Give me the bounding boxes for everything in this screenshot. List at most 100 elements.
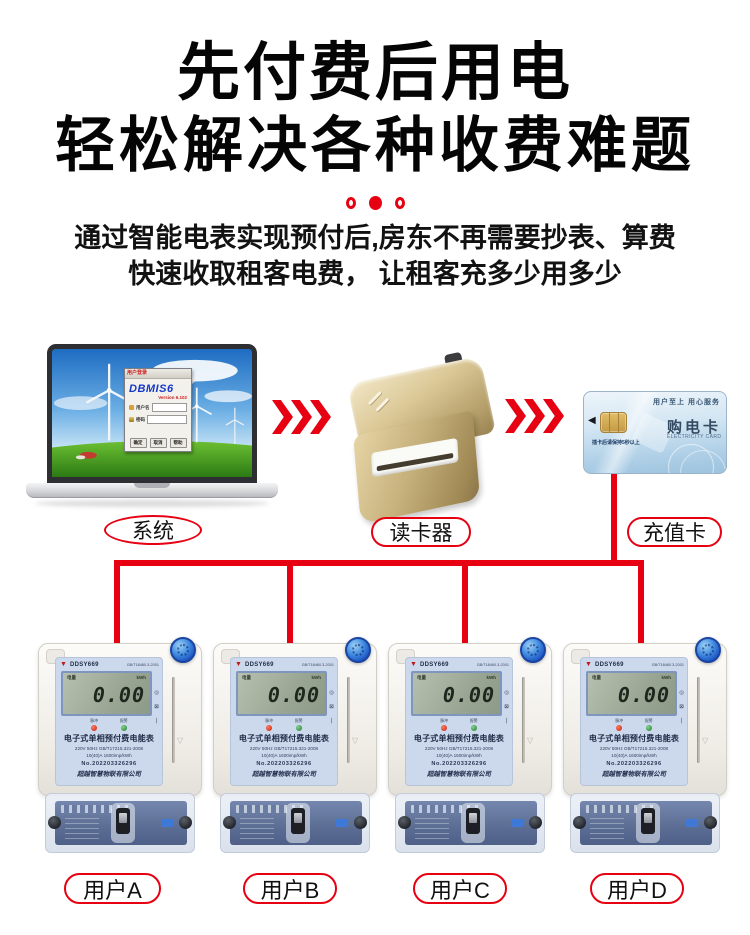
meter-row: ▼ DDSY669 GB/T18460.3-2001 电量 kWh 0.00 ◎… [38, 637, 728, 855]
reader-vent [367, 390, 382, 406]
terminal-panel [580, 801, 712, 845]
lcd-labels: 电量 kWh [238, 673, 325, 681]
meter-spec1: 220V 50Hz GB/T17215.321-2008 [599, 746, 669, 751]
ok-button[interactable]: 确定 [129, 438, 147, 449]
brand-logo-icon: ▼ [235, 661, 242, 668]
meter-serial: No.202203326296 [81, 761, 137, 767]
help-button[interactable]: 帮助 [169, 438, 187, 449]
alarm-led-label: 报警 [645, 719, 653, 723]
terminal-strip [411, 805, 481, 813]
connector-drop-line [638, 560, 644, 646]
login-dialog-titlebar: 用户登录 [125, 369, 191, 380]
username-input[interactable] [151, 403, 187, 413]
chevron-icon [524, 399, 545, 433]
lcd-energy-label: 电量 [242, 675, 251, 680]
app-version-text: Version 6.102 [158, 395, 187, 401]
terminal-tab [511, 819, 523, 827]
infrared-icon: ⊠ [679, 704, 684, 710]
reader-card-slit [376, 452, 454, 472]
alarm-led-label: 报警 [470, 719, 478, 723]
alarm-led: 报警 [295, 719, 303, 731]
chevron-icon [272, 400, 293, 434]
laptop-shadow [34, 500, 270, 507]
meter-body: ▼ DDSY669 GB/T18460.3-2001 电量 kWh 0.00 ◎… [213, 637, 377, 796]
meter-seal-knob [520, 637, 546, 663]
screw-icon [573, 816, 586, 829]
meter-faceplate: ▼ DDSY669 GB/T18460.3-2001 电量 kWh 0.00 ◎… [55, 657, 163, 786]
card-chip-icon [600, 412, 627, 433]
pulse-led: 脉冲 [90, 719, 98, 731]
slot-arrow-icon: ▽ [352, 736, 359, 745]
alarm-led: 报警 [120, 719, 128, 731]
lcd-unit-label: kWh [311, 675, 322, 680]
chevron-icon [291, 400, 312, 434]
terminal-panel [55, 801, 187, 845]
cancel-button[interactable]: 取消 [149, 438, 167, 449]
button-icon: ◎ [154, 690, 159, 696]
bar-icon: ❘ [504, 718, 509, 724]
button-icon: ◎ [504, 690, 509, 696]
meter-body: ▼ DDSY669 GB/T18460.3-2001 电量 kWh 0.00 ◎… [388, 637, 552, 796]
alarm-led: 报警 [470, 719, 478, 731]
laptop-illustration: 用户登录 DBMIS6 Version 6.102 用户名 密码 确定 取消 [26, 344, 278, 510]
terminal-tab [161, 819, 173, 827]
lcd-labels: 电量 kWh [413, 673, 500, 681]
meter-card-slot[interactable] [522, 677, 525, 763]
wiring-diagram [590, 817, 624, 839]
terminal-tab [686, 819, 698, 827]
meter-company: 超越智慧物联有限公司 [252, 770, 316, 778]
laptop-screen: 用户登录 DBMIS6 Version 6.102 用户名 密码 确定 取消 [47, 344, 257, 483]
chevron-icon [310, 400, 331, 434]
title-divider-dots [0, 196, 750, 210]
label-user-a: 用户A [64, 873, 161, 904]
meter-card-slot[interactable] [172, 677, 175, 763]
alarm-led-label: 报警 [295, 719, 303, 723]
lcd-energy-label: 电量 [417, 675, 426, 680]
card-title-en: ELECTRICITY CARD [667, 434, 722, 440]
dialog-buttons: 确定 取消 帮助 [125, 438, 191, 449]
lcd-unit-label: kWh [136, 675, 147, 680]
meter-terminal-cover [220, 793, 370, 853]
subtitle-line2: 快速收取租客电费， 让租客充多少用多少 [128, 259, 622, 289]
meter-serial: No.202203326296 [431, 761, 487, 767]
meter-spec2: 10(40)A 1600imp/kWh [436, 753, 482, 758]
screw-icon [354, 816, 367, 829]
meter-card-slot[interactable] [697, 677, 700, 763]
password-input[interactable] [147, 415, 187, 425]
meter-side-icons: ◎ ⊠ ❘ [504, 690, 509, 724]
label-card-reader: 读卡器 [371, 517, 471, 547]
insert-arrow-icon: ◀ [588, 415, 596, 426]
meter-lcd: 电量 kWh 0.00 [411, 671, 502, 716]
meter-lcd: 电量 kWh 0.00 [586, 671, 677, 716]
meter-faceplate: ▼ DDSY669 GB/T18460.3-2001 电量 kWh 0.00 ◎… [405, 657, 513, 786]
connector-drop-line [462, 560, 468, 646]
label-recharge-card: 充值卡 [627, 517, 722, 547]
terminal-connector [461, 803, 485, 843]
meter-name: 电子式单相预付费电能表 [238, 734, 330, 743]
bar-icon: ❘ [154, 718, 159, 724]
wiring-diagram [415, 817, 449, 839]
terminal-strip [586, 805, 656, 813]
alarm-led-label: 报警 [120, 719, 128, 723]
meter-spec1: 220V 50Hz GB/T17215.321-2008 [74, 746, 144, 751]
brand-logo-icon: ▼ [60, 661, 67, 668]
meter-side-icons: ◎ ⊠ ❘ [329, 690, 334, 724]
meter-lcd: 电量 kWh 0.00 [236, 671, 327, 716]
meter-company: 超越智慧物联有限公司 [427, 770, 491, 778]
meter-leds: 脉冲 报警 [231, 719, 337, 731]
lcd-reading: 0.00 [267, 683, 320, 707]
label-user-b: 用户B [243, 873, 337, 904]
lcd-labels: 电量 kWh [588, 673, 675, 681]
terminal-connector [286, 803, 310, 843]
dot-outline-icon [394, 197, 405, 209]
meter-model: DDSY669 [594, 661, 624, 668]
meter-spec2: 10(40)A 1600imp/kWh [261, 753, 307, 758]
dot-filled-icon [368, 196, 382, 210]
meter-terminal-cover [395, 793, 545, 853]
username-row: 用户名 [129, 403, 187, 413]
meter-company: 超越智慧物联有限公司 [602, 770, 666, 778]
infrared-icon: ⊠ [154, 704, 159, 710]
button-icon: ◎ [679, 690, 684, 696]
chevron-icon [543, 399, 564, 433]
meter-card-slot[interactable] [347, 677, 350, 763]
